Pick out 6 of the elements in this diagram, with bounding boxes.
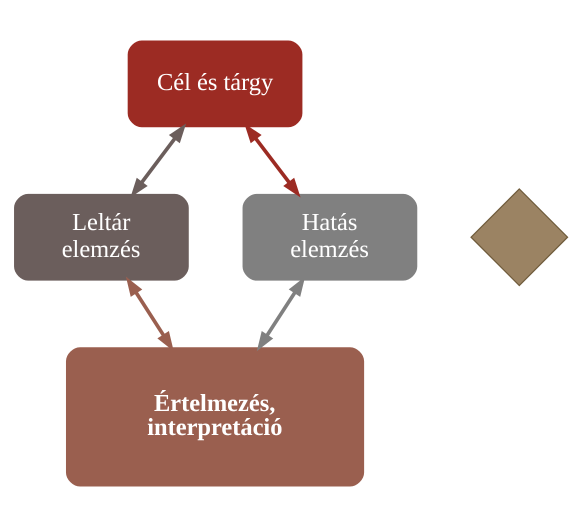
node-box: Cél és tárgy (126, 38, 304, 128)
node-box: Értelmezés, interpretáció (64, 345, 366, 488)
node-diamond (470, 188, 568, 286)
arrow (130, 123, 186, 197)
node-box: Hatás elemzés (241, 192, 418, 282)
node-box: Leltár elemzés (12, 192, 190, 282)
